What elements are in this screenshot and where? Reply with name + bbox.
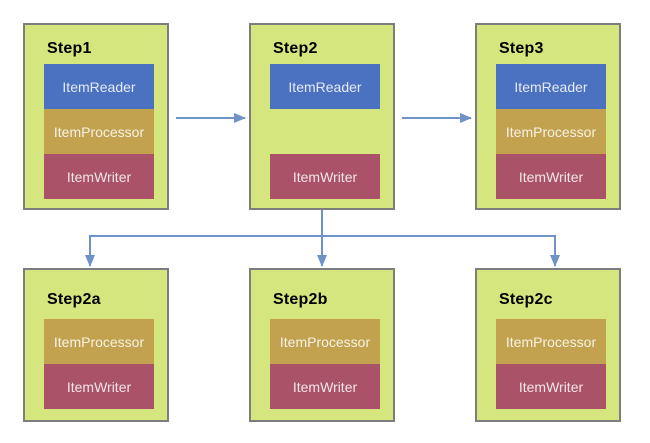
- step-title: Step2c: [499, 291, 553, 308]
- step-title: Step2b: [273, 291, 328, 308]
- step-title: Step2: [273, 40, 318, 57]
- component-writer: ItemWriter: [44, 364, 154, 409]
- step-title: Step1: [47, 40, 92, 57]
- component-processor: ItemProcessor: [44, 109, 154, 154]
- component-writer: ItemWriter: [270, 364, 380, 409]
- component-writer: ItemWriter: [44, 154, 154, 199]
- component-reader: ItemReader: [270, 64, 380, 109]
- component-writer: ItemWriter: [270, 154, 380, 199]
- component-reader: ItemReader: [44, 64, 154, 109]
- step-title: Step3: [499, 40, 544, 57]
- component-writer: ItemWriter: [496, 364, 606, 409]
- component-processor: ItemProcessor: [496, 319, 606, 364]
- component-processor: ItemProcessor: [496, 109, 606, 154]
- component-processor: ItemProcessor: [44, 319, 154, 364]
- component-processor: ItemProcessor: [270, 319, 380, 364]
- component-reader: ItemReader: [496, 64, 606, 109]
- step-title: Step2a: [47, 291, 101, 308]
- component-writer: ItemWriter: [496, 154, 606, 199]
